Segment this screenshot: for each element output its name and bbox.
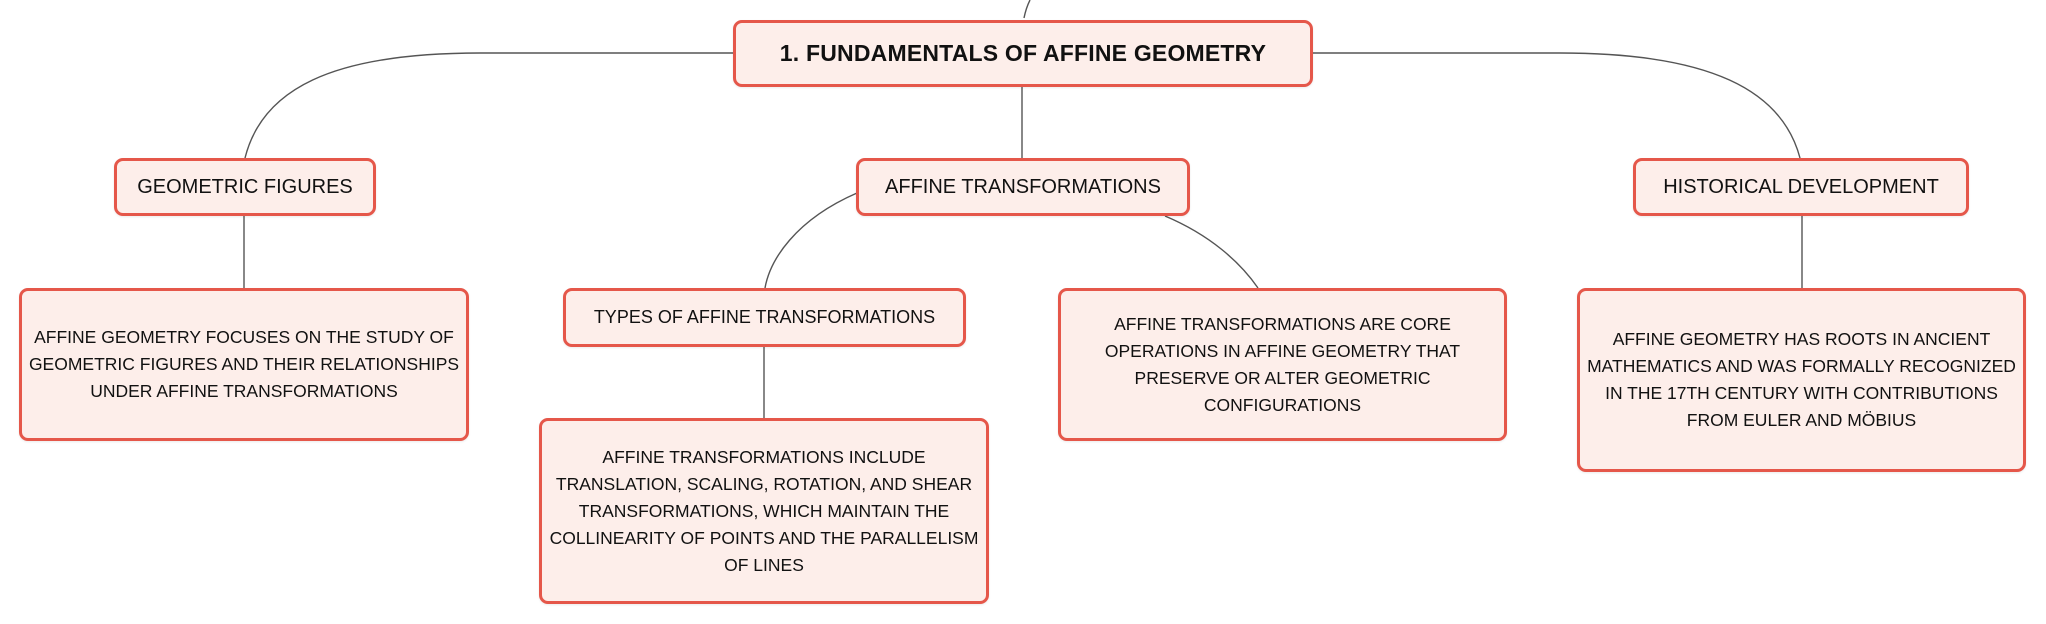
node-types-of-affine-transformations-label: TYPES OF AFFINE TRANSFORMATIONS [593,307,936,327]
node-affine-transformations[interactable]: AFFINE TRANSFORMATIONS [856,158,1190,216]
node-affine-transformations-description[interactable]: AFFINE TRANSFORMATIONS ARE CORE OPERATIO… [1058,288,1507,441]
root-node[interactable]: 1. FUNDAMENTALS OF AFFINE GEOMETRY [733,20,1313,87]
node-types-of-affine-transformations[interactable]: TYPES OF AFFINE TRANSFORMATIONS [563,288,966,347]
node-geometric-figures[interactable]: GEOMETRIC FIGURES [114,158,376,216]
node-types-description-text: AFFINE TRANSFORMATIONS INCLUDE TRANSLATI… [549,446,979,575]
node-types-description[interactable]: AFFINE TRANSFORMATIONS INCLUDE TRANSLATI… [539,418,989,604]
connector-root-historical-development [1313,52,1801,159]
node-historical-development-description-text: AFFINE GEOMETRY HAS ROOTS IN ANCIENT MAT… [1587,329,2016,430]
node-geometric-figures-description[interactable]: AFFINE GEOMETRY FOCUSES ON THE STUDY OF … [19,288,469,441]
node-geometric-figures-description-text: AFFINE GEOMETRY FOCUSES ON THE STUDY OF … [28,327,460,401]
connector-transformations-description [1164,215,1259,289]
connector-root-geometric-figures [244,52,733,159]
connector-root-parent [1023,0,1031,19]
root-node-label: 1. FUNDAMENTALS OF AFFINE GEOMETRY [779,40,1267,66]
node-historical-development-label: HISTORICAL DEVELOPMENT [1663,175,1939,198]
node-affine-transformations-description-text: AFFINE TRANSFORMATIONS ARE CORE OPERATIO… [1104,313,1461,415]
node-historical-development[interactable]: HISTORICAL DEVELOPMENT [1633,158,1969,216]
node-historical-development-description[interactable]: AFFINE GEOMETRY HAS ROOTS IN ANCIENT MAT… [1577,288,2026,472]
connector-transformations-types [764,192,858,289]
node-affine-transformations-label: AFFINE TRANSFORMATIONS [885,175,1161,198]
node-geometric-figures-label: GEOMETRIC FIGURES [137,175,353,198]
